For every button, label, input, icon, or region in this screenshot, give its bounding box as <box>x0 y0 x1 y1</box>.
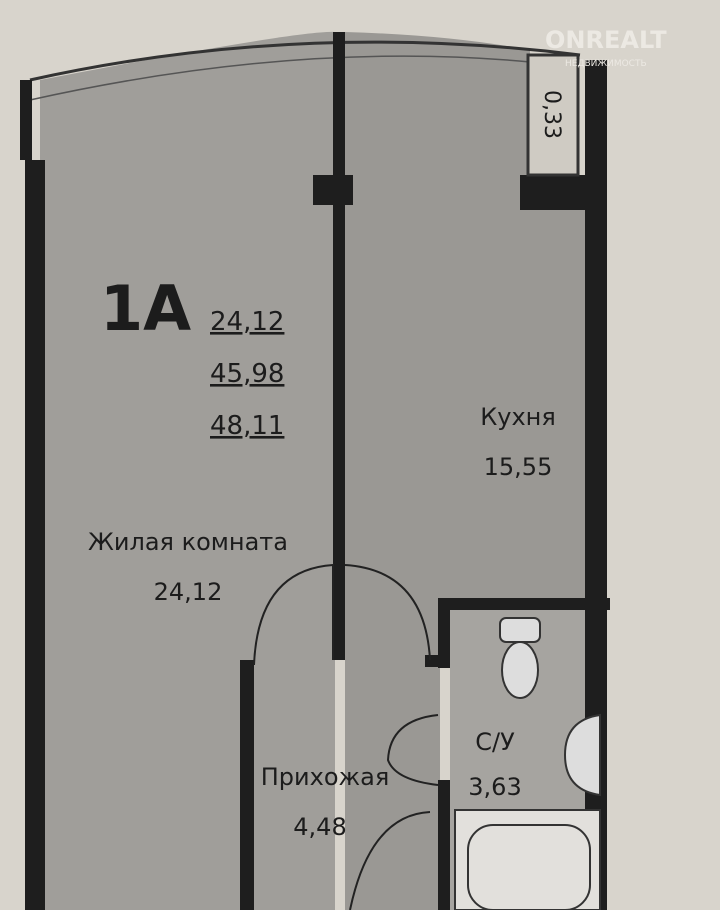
bathroom-name: С/У <box>475 728 515 756</box>
kitchen-floor <box>345 32 600 910</box>
balcony-area: 0,33 <box>539 90 564 139</box>
door-swing <box>344 564 431 661</box>
balcony <box>526 53 580 177</box>
apartment-code: 1А <box>100 272 191 345</box>
watermark-subtitle: НЕДВИЖИМОСТЬ <box>565 59 647 69</box>
watermark-brand: ONREALT <box>545 26 667 54</box>
living-room-name: Жилая комната <box>88 528 288 556</box>
bathtub-icon <box>454 809 601 910</box>
living-room-area: 24,12 <box>154 578 223 606</box>
bathroom-door-swing <box>386 714 439 786</box>
walls <box>20 32 610 910</box>
door-swing <box>253 563 334 666</box>
entrance-door-swing <box>349 811 431 910</box>
sink-icon <box>563 713 601 797</box>
toilet-icon <box>499 617 541 699</box>
hallway-name: Прихожая <box>261 763 390 791</box>
total-with-balcony-value: 48,11 <box>210 411 284 441</box>
total-area-value: 45,98 <box>210 359 284 389</box>
living-room-floor <box>40 31 335 910</box>
bathroom-area: 3,63 <box>468 773 521 801</box>
kitchen-area: 15,55 <box>484 453 553 481</box>
hallway-area: 4,48 <box>293 813 346 841</box>
window-arc <box>29 40 581 82</box>
kitchen-name: Кухня <box>480 403 556 431</box>
living-area-value: 24,12 <box>210 307 284 337</box>
